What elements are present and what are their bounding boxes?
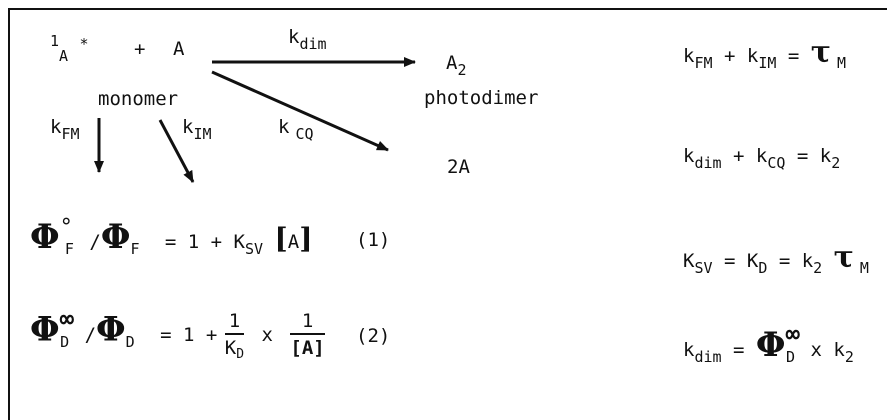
- photodimer-label: photodimer: [424, 87, 539, 109]
- equation-1: Φ°F /ΦF = 1 + KSV [A]: [30, 215, 313, 258]
- product-monomers: 2A: [447, 156, 470, 178]
- reaction-plus: +: [134, 38, 146, 60]
- relation-k2: kdim + kCQ = k2: [683, 145, 841, 172]
- k-im-label: kIM: [182, 116, 212, 143]
- monomer-label: monomer: [98, 88, 179, 110]
- product-dimer: A2: [446, 52, 467, 79]
- equation-2-number: (2): [356, 325, 391, 347]
- reactant-excited: 1A *: [50, 32, 89, 65]
- equation-1-number: (1): [356, 229, 391, 251]
- reactant-ground: A: [173, 38, 185, 60]
- k-fm-label: kFM: [50, 116, 80, 143]
- arrow-concentration-quenching: [211, 70, 389, 152]
- arrow-internal-conversion: [158, 119, 195, 183]
- figure-frame: [8, 8, 887, 420]
- fraction-one-over-a: 1[A]: [290, 310, 325, 359]
- relation-kdim: kdim = Φ∞D x k2: [683, 320, 854, 366]
- k-dim-label: kdim: [288, 26, 327, 53]
